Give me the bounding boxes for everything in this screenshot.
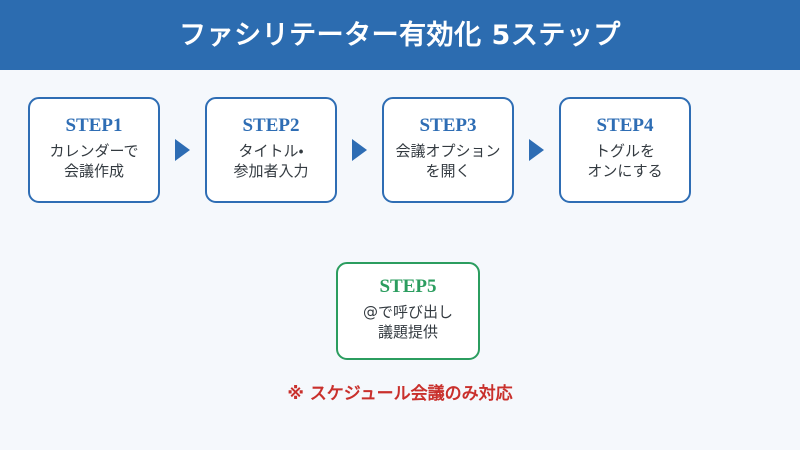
step-box-4[interactable]: STEP4 トグルを オンにする <box>559 97 691 203</box>
step-5-wrapper: STEP5 @で呼び出し 議題提供 <box>336 262 480 360</box>
header-band: ファシリテーター有効化 5ステップ <box>0 0 800 70</box>
step-label-1: STEP1 <box>65 115 123 137</box>
arrow-gap-3-4 <box>514 97 559 203</box>
step-body-1-line-1: カレンダーで <box>49 142 139 161</box>
page-title: ファシリテーター有効化 5ステップ <box>179 19 621 51</box>
triangle-right-icon <box>529 139 544 161</box>
step-label-5: STEP5 <box>379 276 437 298</box>
step-body-3-line-1: 会議オプション <box>395 142 501 161</box>
step-body-5: @で呼び出し 議題提供 <box>363 303 453 343</box>
step-body-2: タイトル・ 参加者入力 <box>233 142 308 182</box>
step-label-2: STEP2 <box>242 115 300 137</box>
step-body-4-line-2: オンにする <box>587 161 663 180</box>
step-box-3[interactable]: STEP3 会議オプション を開く <box>382 97 514 203</box>
step-box-1[interactable]: STEP1 カレンダーで 会議作成 <box>28 97 160 203</box>
step-body-4-line-1: トグルを <box>594 142 655 161</box>
step-label-3: STEP3 <box>419 115 477 137</box>
step-body-1-line-2: 会議作成 <box>63 161 124 180</box>
step-body-3-line-2: を開く <box>425 161 471 180</box>
step-body-1: カレンダーで 会議作成 <box>49 142 138 182</box>
step-body-2-line-2: 参加者入力 <box>233 161 309 180</box>
step-body-5-line-2: 議題提供 <box>377 322 438 341</box>
triangle-right-icon <box>352 139 367 161</box>
step-flow: STEP1 カレンダーで 会議作成 STEP2 タイトル・ 参加者入力 STEP… <box>28 97 691 203</box>
step-box-2[interactable]: STEP2 タイトル・ 参加者入力 <box>205 97 337 203</box>
step-body-2-line-1: タイトル・ <box>238 142 304 161</box>
step-label-4: STEP4 <box>596 115 654 137</box>
footnote-note: ※ スケジュール会議のみ対応 <box>287 384 513 404</box>
triangle-right-icon <box>175 139 190 161</box>
step-body-5-line-1: @で呼び出し <box>362 303 453 322</box>
arrow-gap-1-2 <box>160 97 205 203</box>
step-body-3: 会議オプション を開く <box>395 142 500 182</box>
step-body-4: トグルを オンにする <box>587 142 662 182</box>
arrow-gap-2-3 <box>337 97 382 203</box>
step-box-5[interactable]: STEP5 @で呼び出し 議題提供 <box>336 262 480 360</box>
